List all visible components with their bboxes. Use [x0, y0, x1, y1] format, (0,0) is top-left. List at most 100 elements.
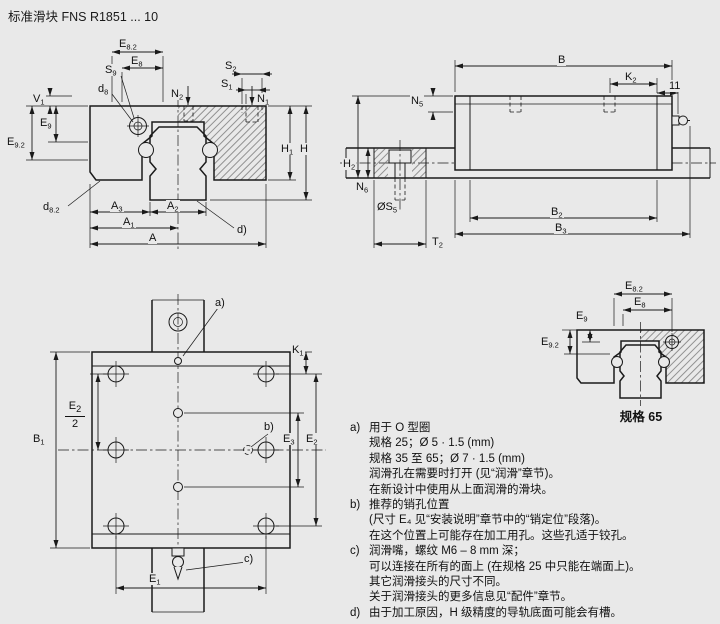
fraction-bar: [65, 416, 85, 418]
dim-base: E: [7, 136, 15, 148]
dim-base: S: [225, 60, 233, 72]
dim-base: N: [411, 95, 419, 107]
note-line: 由于加工原因，H 级精度的导轨底面可能会有槽。: [369, 606, 622, 619]
dim-label-d82: d8.2: [42, 201, 61, 215]
dim-base: E: [68, 400, 77, 412]
dim-label-k1: K1: [291, 344, 305, 357]
dim-label-b1: B1: [32, 433, 46, 447]
dim-base: E2: [68, 400, 82, 415]
dim-sub: 2: [438, 240, 443, 250]
dim-base: ØS: [377, 201, 393, 213]
dim-label-e82: E8.2: [118, 38, 138, 52]
dim-base: B: [551, 206, 559, 218]
dim-sub: 2: [558, 210, 563, 220]
callout-b: b): [263, 421, 275, 433]
size65-section-view: [562, 291, 705, 406]
dim-base: H: [281, 143, 289, 155]
side-view: [340, 60, 716, 248]
callout-d: d): [236, 224, 248, 236]
dim-label-d8: d8: [97, 83, 110, 96]
dim-base: T: [432, 236, 439, 248]
dim-base: E: [634, 296, 642, 308]
dim-base: A: [167, 200, 175, 212]
note-line: 用于 O 型圈: [369, 422, 431, 434]
note-line: 在这个位置上可能存在加工用孔。这些孔适于铰孔。: [369, 529, 634, 542]
dim-base: E: [119, 38, 127, 50]
dim-label-n5: N5: [410, 95, 425, 109]
dim-sub: 9: [583, 314, 588, 324]
note-b: b) 推荐的销孔位置 (尺寸 E₄ 见“安装说明”章节中的“销定位”段落)。 在…: [350, 498, 716, 544]
note-b-body: 推荐的销孔位置 (尺寸 E₄ 见“安装说明”章节中的“销定位”段落)。 在这个位…: [369, 498, 716, 544]
dim-sub: 2: [174, 204, 179, 214]
dim-label-a1: A1: [122, 216, 136, 230]
note-a-body: 用于 O 型圈 规格 25；Ø 5 · 1.5 (mm) 规格 35 至 65；…: [369, 421, 716, 498]
note-c-body: 润滑嘴，螺纹 M6 – 8 mm 深； 可以连接在所有的面上 (在规格 25 中…: [369, 544, 716, 606]
note-c: c) 润滑嘴，螺纹 M6 – 8 mm 深； 可以连接在所有的面上 (在规格 2…: [350, 544, 716, 606]
dim-label-e92-s65: E9.2: [540, 336, 560, 350]
dim-base: d: [43, 201, 50, 213]
dim-label-e2-half: E2 2: [62, 400, 88, 431]
dim-sub: 1: [40, 437, 45, 447]
dim-label-s2: S2: [224, 60, 238, 74]
dim-label-v1: V1: [32, 93, 46, 107]
notes: a) 用于 O 型圈 规格 25；Ø 5 · 1.5 (mm) 规格 35 至 …: [350, 421, 716, 621]
note-line: 规格 25；Ø 5 · 1.5 (mm): [369, 437, 495, 450]
dim-label-e2: E2: [305, 433, 319, 447]
dim-sub: 8: [641, 300, 646, 310]
dim-sub: 1: [40, 97, 45, 107]
dim-sub: 6: [363, 185, 369, 195]
dim-base: S: [221, 78, 229, 90]
dim-sub: 1: [156, 577, 161, 587]
callout-c: c): [243, 553, 255, 565]
dim-label-t2: T2: [431, 236, 444, 250]
dim-sub: 9.2: [548, 340, 559, 350]
fraction-denominator: 2: [71, 418, 79, 431]
dim-label-e3: E3: [282, 433, 296, 446]
dim-sub: 8.2: [126, 42, 137, 52]
dim-label-h: H: [299, 143, 309, 155]
dim-sub: 2: [313, 437, 318, 447]
dim-sub: 8.2: [632, 284, 643, 294]
dim-sub: 2: [76, 404, 82, 415]
dim-base: V: [33, 93, 41, 105]
dim-sub: 2: [232, 64, 237, 74]
dim-base: B: [558, 54, 566, 66]
dim-label-os5: ØS5: [376, 201, 399, 214]
dim-sub: 2: [178, 92, 184, 102]
dim-label-e8: E8: [130, 55, 144, 69]
dim-base: S: [105, 64, 113, 76]
dim-label-b: B: [557, 54, 567, 66]
dim-sub: 5: [418, 99, 424, 109]
dim-base: E: [306, 433, 314, 445]
note-line: 推荐的销孔位置: [369, 499, 450, 512]
note-d-label: d): [350, 606, 361, 619]
dim-label-b2: B2: [550, 206, 564, 220]
dim-base: E: [131, 55, 139, 67]
dim-sub: 8.2: [49, 205, 60, 215]
dim-sub: 1: [130, 220, 135, 230]
dim-base: E: [541, 336, 549, 348]
dim-base: E: [576, 310, 584, 322]
dim-sub: 1: [264, 97, 270, 107]
dim-label-a2: A2: [166, 200, 180, 214]
note-line: 关于润滑接头的更多信息见“配件”章节。: [369, 591, 573, 604]
callout-a: a): [214, 297, 226, 309]
dim-label-e9: E9: [39, 117, 53, 130]
dim-base: d: [98, 83, 105, 95]
dim-label-e82-s65: E8.2: [624, 280, 644, 294]
dim-label-s9: S9: [104, 64, 118, 78]
dim-label-e92: E9.2: [6, 136, 26, 149]
note-line: 规格 35 至 65；Ø 7 · 1.5 (mm): [369, 452, 525, 465]
dim-sub: 9: [112, 68, 117, 78]
dim-sub: 2: [350, 162, 356, 172]
note-d-body: 由于加工原因，H 级精度的导轨底面可能会有槽。: [369, 606, 716, 621]
dim-label-k2: K2: [624, 71, 638, 84]
dim-base: 11: [669, 80, 681, 92]
dim-base: E: [40, 117, 48, 129]
dim-sub: 8: [138, 59, 143, 69]
dim-base: E: [149, 573, 157, 585]
dim-sub: 3: [118, 204, 123, 214]
dim-label-a3: A3: [110, 200, 124, 214]
